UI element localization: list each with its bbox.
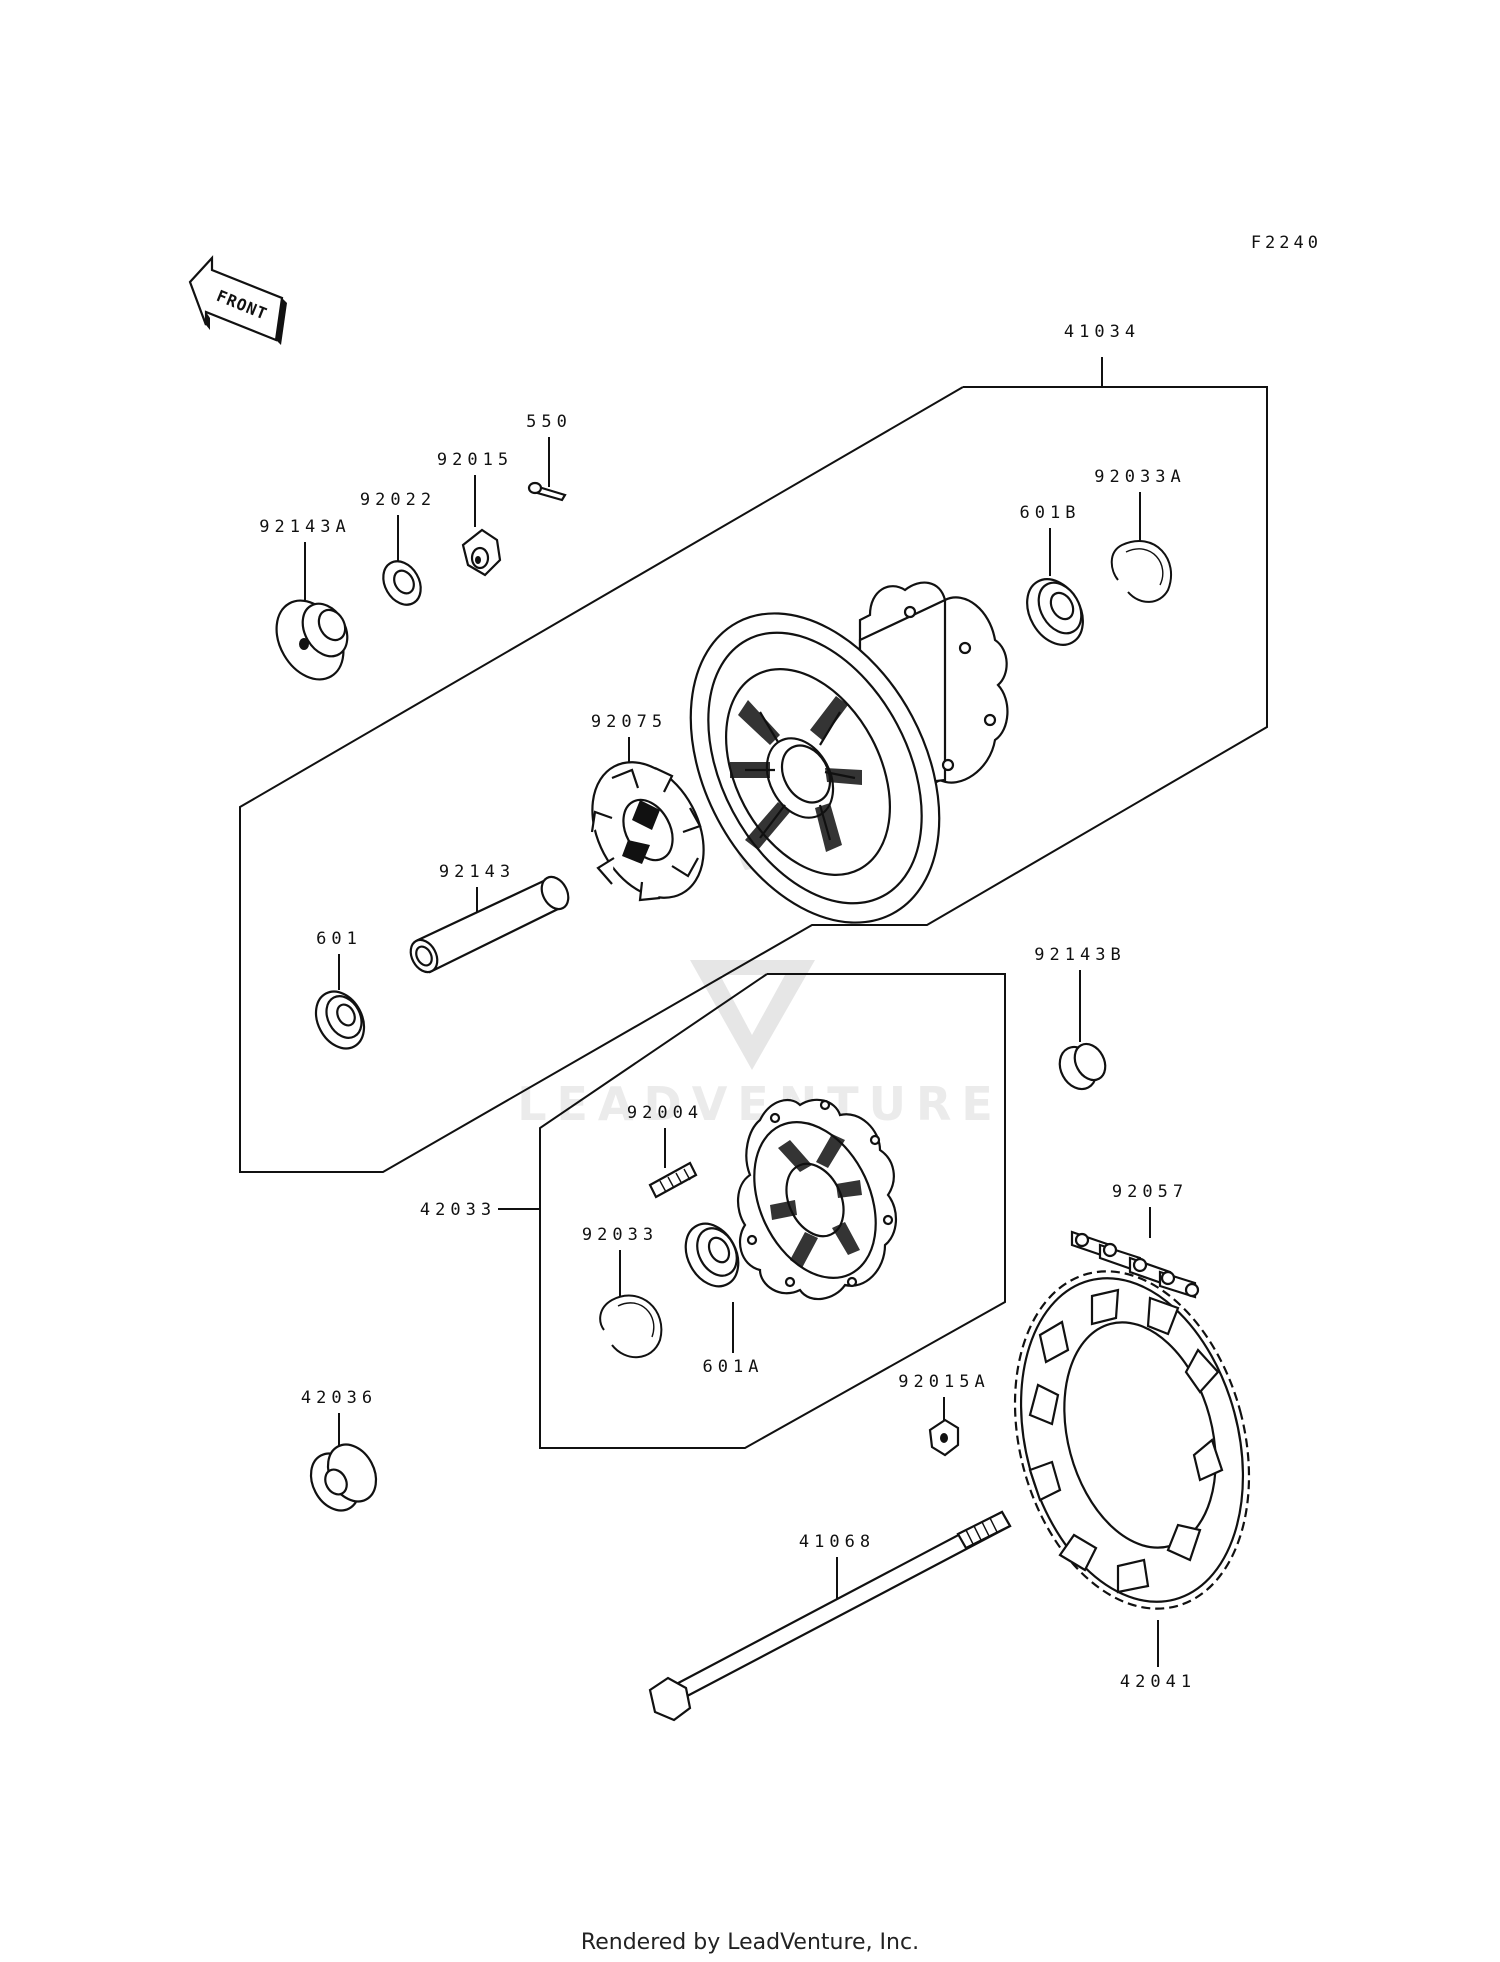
front-direction-arrow: FRONT xyxy=(188,255,287,345)
cotter-pin-550 xyxy=(527,481,567,502)
render-credit: Rendered by LeadVenture, Inc. xyxy=(580,1930,920,1955)
watermark-text: LEADVENTURE xyxy=(517,1077,1003,1131)
label-92143: 92143 xyxy=(439,862,515,882)
collar-92143a xyxy=(275,599,349,681)
label-92143b: 92143B xyxy=(1034,945,1125,965)
label-41068: 41068 xyxy=(799,1532,875,1552)
label-601b: 601B xyxy=(1020,503,1081,523)
label-92022: 92022 xyxy=(360,490,436,510)
label-92033a: 92033A xyxy=(1094,467,1185,487)
assembly-outline-41034 xyxy=(239,386,1268,1173)
label-601a: 601A xyxy=(703,1357,764,1377)
label-41034: 41034 xyxy=(1064,322,1140,342)
bearing-601b xyxy=(1026,578,1084,646)
bearing-601 xyxy=(314,990,366,1050)
wheel-hub-41034 xyxy=(689,581,1009,924)
label-92015a: 92015A xyxy=(898,1372,989,1392)
washer-92022 xyxy=(382,560,422,606)
label-92015: 92015 xyxy=(437,450,513,470)
castle-nut-92015 xyxy=(461,528,502,577)
circlip-92033a xyxy=(1110,540,1173,603)
label-550: 550 xyxy=(526,412,572,432)
axle-41068 xyxy=(648,1510,1012,1722)
label-42036: 42036 xyxy=(301,1388,377,1408)
part-labels: 41034 550 92015 92022 92143A 601B 92033A… xyxy=(259,322,1196,1692)
bearing-601a xyxy=(684,1222,740,1288)
sprocket-42041 xyxy=(1013,1270,1251,1610)
stud-92004 xyxy=(648,1161,698,1199)
circlip-92033 xyxy=(599,1294,663,1359)
chain-link-92057 xyxy=(1070,1230,1200,1299)
label-42033: 42033 xyxy=(420,1200,496,1220)
damper-92075 xyxy=(590,761,705,902)
label-92033: 92033 xyxy=(582,1225,658,1245)
label-92057: 92057 xyxy=(1112,1182,1188,1202)
label-92075: 92075 xyxy=(591,712,667,732)
label-42041: 42041 xyxy=(1120,1672,1196,1692)
label-601: 601 xyxy=(316,929,362,949)
label-92143a: 92143A xyxy=(259,517,350,537)
nut-92015a xyxy=(928,1418,960,1457)
diagram-code: F2240 xyxy=(1251,233,1322,253)
collar-42036 xyxy=(309,1443,378,1512)
assembly-outline-42033 xyxy=(539,973,1006,1449)
label-92004: 92004 xyxy=(627,1103,703,1123)
coupling-42033 xyxy=(737,1098,897,1301)
collar-92143b xyxy=(1058,1042,1107,1091)
collar-92143 xyxy=(409,875,570,974)
